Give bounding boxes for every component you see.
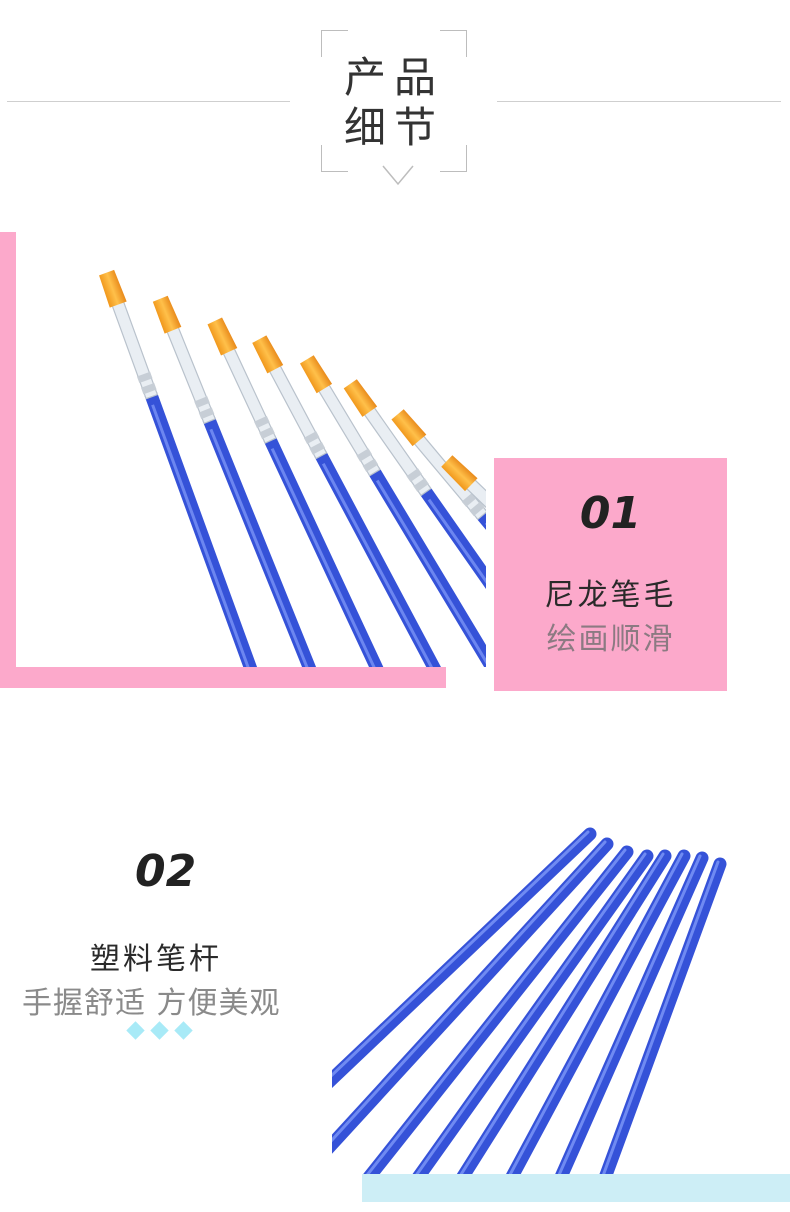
cyan-frame-bottom-bar bbox=[362, 1174, 790, 1202]
header-divider-right bbox=[497, 101, 781, 102]
handle-6 bbox=[506, 849, 691, 1174]
brush-6 bbox=[343, 379, 486, 667]
header-divider-left bbox=[7, 101, 290, 102]
handle-8 bbox=[599, 857, 727, 1174]
brush-4 bbox=[252, 335, 486, 667]
handle-4 bbox=[412, 849, 654, 1174]
handle-3 bbox=[363, 845, 634, 1174]
handle-2 bbox=[332, 837, 614, 1154]
diamond-decoration-3 bbox=[174, 1021, 193, 1040]
brush-2 bbox=[152, 295, 366, 667]
pink-frame-left-bar bbox=[0, 232, 16, 688]
handle-1 bbox=[332, 827, 597, 1088]
handle-7 bbox=[555, 851, 709, 1174]
feature-number-2: 02 bbox=[135, 846, 197, 897]
brush-1 bbox=[99, 269, 295, 667]
chevron-down-icon bbox=[382, 165, 414, 186]
feature-number-1: 01 bbox=[579, 488, 642, 539]
feature-card-1: 01 尼龙笔毛 绘画顺滑 bbox=[494, 458, 727, 691]
handle-5 bbox=[456, 849, 672, 1174]
page-title-line2: 细节 bbox=[343, 103, 444, 152]
brush-heads-photo bbox=[99, 269, 486, 667]
page-title-line1: 产品 bbox=[343, 53, 444, 102]
diamond-decoration-1 bbox=[126, 1021, 145, 1040]
feature-subtitle-2: 手握舒适 方便美观 bbox=[22, 986, 281, 1021]
brush-5 bbox=[299, 355, 486, 667]
diamond-decoration-2 bbox=[150, 1021, 169, 1040]
brush-handles-photo bbox=[332, 827, 727, 1174]
pink-frame-bottom-bar bbox=[0, 667, 446, 688]
feature-title-2: 塑料笔杆 bbox=[90, 942, 222, 977]
feature-title-1: 尼龙笔毛 bbox=[544, 578, 677, 613]
section-title-frame: 产品 细节 bbox=[321, 30, 467, 172]
brush-8 bbox=[441, 455, 486, 558]
feature-subtitle-1: 绘画顺滑 bbox=[546, 622, 675, 657]
brush-3 bbox=[207, 317, 446, 667]
